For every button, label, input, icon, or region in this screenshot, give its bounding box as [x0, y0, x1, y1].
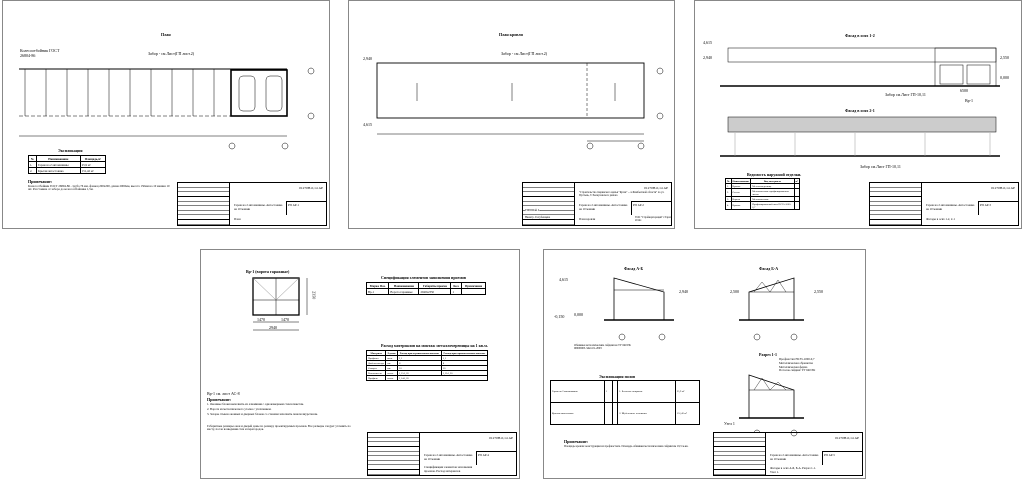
note-item: 3. Зазоры стыков оконных и дверных блоко… [207, 412, 318, 416]
cladding-label: Обшивка металлическим сайдингом ТУ 640 Р… [574, 344, 631, 351]
level-mark: -0,150 [554, 314, 565, 319]
dimension: 2350 [311, 291, 317, 300]
sheet-title: План [161, 32, 171, 37]
gate-title: Вр-1 (ворота гаражные) [246, 269, 290, 274]
facade-title: Фасад А-Б [624, 266, 644, 271]
section-title: Разрез 1-1 [759, 352, 777, 357]
note-extra: Габаритные размеры окон и дверей даны по… [207, 424, 351, 432]
plan-drawing [19, 67, 315, 150]
level-mark: 0,000 [574, 312, 583, 317]
note-title: Примечание: [564, 439, 589, 444]
note-text: Площадь кровли: конструкции из профнасти… [564, 445, 689, 448]
bumper-label: Колесоотбойник ГОСТ 26804-86 [20, 48, 60, 58]
explication-title: Экспликация [58, 148, 83, 153]
level-mark: 2,550 [814, 289, 823, 294]
level-mark: 2,940 [703, 55, 712, 60]
roof-plan-drawing [376, 62, 664, 150]
floor-title: Экспликация полов [599, 374, 636, 379]
dimension: 1470 [281, 317, 289, 322]
note-title: Примечание: [207, 397, 232, 402]
level-mark: 2,550 [1000, 55, 1009, 60]
sheet-facades: Фасад в осях 1-2 Фасад в осях 2-1 4,615 … [694, 0, 1022, 229]
note-item: 1. Оконные блоки выполнить из алюминия с… [207, 402, 304, 406]
fence-label: Забор см.Лист ГП-10,11 [885, 92, 926, 97]
level-mark: 4,615 [703, 40, 712, 45]
node-label: Узел 1 [724, 421, 735, 426]
spec-title: Спецификация элементов заполнения проемо… [381, 275, 467, 280]
gate-label: Вр-1 [965, 98, 973, 103]
sheet-specification: Вр-1 (ворота гаражные) 2350 1470 1470 29… [200, 249, 520, 479]
title-block: 01270Н-0,14 АР "Строительство тваринског… [522, 182, 672, 226]
reference-note: Вр-1 см. лист АС-8 [207, 391, 240, 396]
sheet-title: План кровли [499, 32, 523, 37]
level-mark: 4,615 [363, 122, 372, 127]
level-mark: 2,500 [730, 289, 739, 294]
note-title: Примечание: [28, 179, 53, 184]
materials-title: Расход материалов на монтаж металлочереп… [381, 343, 488, 348]
fence-label: Забор - см.Лист(ГП лист.2) [501, 51, 548, 56]
finish-title: Ведомость наружной отделки. [747, 172, 802, 177]
level-mark: 4,615 [559, 277, 568, 282]
sheet-sections: Фасад А-Б Фасад Б-А Разрез 1-1 Узел 1 Об… [543, 249, 866, 479]
dimension: 1470 [257, 317, 265, 322]
gate-drawing [252, 277, 308, 331]
sections-drawing [604, 277, 804, 437]
sheet-plan: План Колесоотбойник ГОСТ 26804-86 Забор … [2, 0, 330, 229]
note-text: Колесоотбойник ГОСТ 26804-86 - труба 76 … [28, 184, 170, 192]
facade-title: Фасад в осях 1-2 [845, 33, 875, 38]
fence-label: Забор - см.Лист(ГП лист.2) [148, 51, 195, 56]
level-mark: 2,940 [679, 289, 688, 294]
sheet-roof-plan: План кровли Забор - см.Лист(ГП лист.2) 2… [348, 0, 675, 229]
facade-title: Фасад в осях 2-1 [845, 108, 875, 113]
note-item: 2. Ворота из металлического уголка с уте… [207, 407, 272, 411]
dimension: 2940 [269, 325, 277, 330]
level-mark: 0,000 [1000, 75, 1009, 80]
dimension: 6500 [960, 88, 968, 93]
facades-drawing [720, 47, 1000, 157]
fence-label: Забор см.Лист ГП-10,11 [860, 164, 901, 169]
facade-title: Фасад Б-А [759, 266, 779, 271]
level-mark: 2,940 [363, 56, 372, 61]
